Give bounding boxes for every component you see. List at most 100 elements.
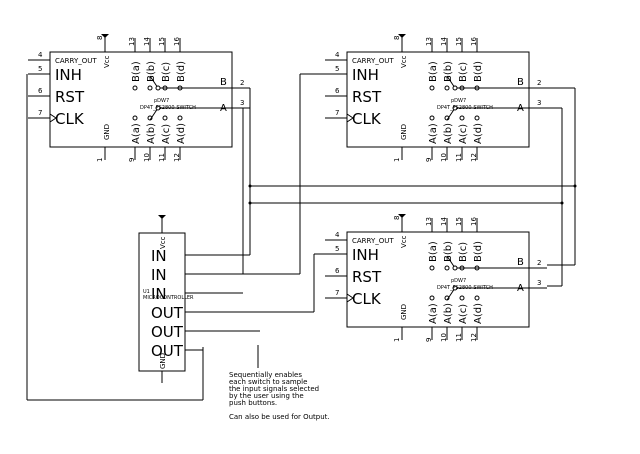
clk-pin-label: CLK [352,110,382,128]
a-pin-number: 11 [455,333,463,342]
a-pin-number: 12 [470,333,478,342]
b-pin-label: B(a) [428,241,439,262]
a-output-label: A [517,103,524,114]
a-pin-label: A(b) [443,303,454,324]
b-pin-label: B(b) [443,61,454,82]
inh-pin-label: INH [352,246,379,264]
inh-pin-label: INH [55,66,82,84]
b-contact [444,265,450,271]
carry-out-pin-number: 4 [335,231,340,239]
vcc-pin-number: 8 [393,216,401,220]
junction-dot [573,184,577,188]
a-contact [429,295,435,301]
clk-pin-number: 7 [335,289,339,297]
mcu-port-4: OUT [151,323,184,341]
mcu-port-3: OUT [151,304,184,322]
a-pin-label: A(a) [131,123,142,144]
b-pin-number: 13 [128,37,136,46]
a-pin-label: A(a) [428,123,439,144]
vcc-arrow-icon [398,214,406,218]
a-pin-number: 10 [143,153,151,162]
a-pin-number: 9 [425,158,433,162]
b-pin-number: 15 [455,37,463,46]
a-pin-label: A(c) [458,124,469,144]
note-line-4: push buttons. [229,399,277,407]
a-pin-number: 11 [455,153,463,162]
a-contact [459,295,465,301]
chip-value: DP4T_PS2800-SWITCH [437,285,493,291]
a-pivot [155,105,161,111]
vcc-label: Vcc [400,55,408,68]
b-contact [147,85,153,91]
carry-out-pin-label: CARRY_OUT [352,57,394,65]
clock-marker [346,113,354,123]
a-pivot [452,285,458,291]
chip-refdes: pDW7 [154,98,169,104]
b-output-label: B [517,257,524,268]
b-pin-number: 13 [425,37,433,46]
inh-pin-number: 5 [335,245,339,253]
a-contact [459,115,465,121]
b-pin-label: B(b) [146,61,157,82]
a-output-pin-number: 3 [537,99,541,107]
b-contact [429,85,435,91]
a-pin-number: 10 [440,153,448,162]
junction-dot [248,184,252,188]
chip-body [346,51,530,148]
b-pin-number: 14 [440,217,448,226]
a-contact [474,115,480,121]
junction-dot [248,201,252,205]
a-contact [132,115,138,121]
chip-value: DP4T_PS2800-SWITCH [437,105,493,111]
note-line-1: each switch to sample [229,378,307,386]
vcc-label: Vcc [400,235,408,248]
carry-out-pin-number: 4 [335,51,340,59]
inh-pin-number: 5 [38,65,42,73]
b-output-pin-number: 2 [240,79,244,87]
mcu-port-1: IN [151,266,167,284]
chip-body [346,231,530,328]
b-output-label: B [220,77,227,88]
b-pin-label: B(d) [473,241,484,262]
vcc-label: Vcc [103,55,111,68]
a-output-label: A [517,283,524,294]
clk-pin-number: 7 [38,109,42,117]
junction-dot [560,201,564,205]
a-pin-label: A(d) [176,123,187,144]
note-line-6: Can also be used for Output. [229,413,330,421]
rst-pin-number: 6 [335,267,340,275]
carry-out-pin-number: 4 [38,51,43,59]
a-output-label: A [220,103,227,114]
a-pin-label: A(d) [473,123,484,144]
a-pin-label: A(b) [146,123,157,144]
rst-pin-number: 6 [38,87,43,95]
note-line-3: by the user using the [229,392,304,400]
b-pin-number: 15 [455,217,463,226]
b-pin-label: B(c) [458,242,469,262]
b-output-label: B [517,77,524,88]
b-pin-label: B(d) [176,61,187,82]
b-pin-label: B(d) [473,61,484,82]
note-line-0: Sequentially enables [229,371,302,379]
mcu-vcc-label: Vcc [159,236,167,249]
a-pin-label: A(b) [443,123,454,144]
chip-body [49,51,233,148]
b-pin-label: B(b) [443,241,454,262]
vcc-pin-number: 8 [96,36,104,40]
carry-out-pin-label: CARRY_OUT [55,57,97,65]
gnd-pin-number: 1 [393,338,401,342]
a-contact [474,295,480,301]
chip-refdes: pDW7 [451,278,466,284]
b-contact [444,85,450,91]
chip-value: DP4T_PS2800-SWITCH [140,105,196,111]
a-output-pin-number: 3 [240,99,244,107]
carry-out-pin-label: CARRY_OUT [352,237,394,245]
b-pivot [155,85,161,91]
